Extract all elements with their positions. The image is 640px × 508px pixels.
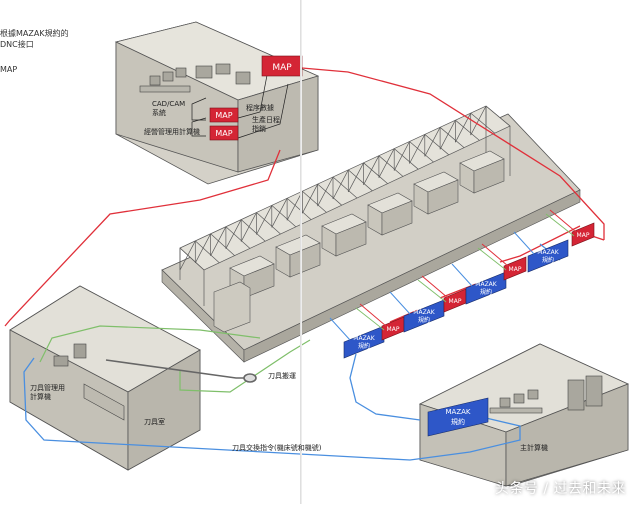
map-label: MAP bbox=[509, 266, 522, 273]
tool-computer-label: 刀具管理用 計算機 bbox=[30, 384, 65, 402]
mazak-box bbox=[403, 299, 445, 333]
gantry-truss bbox=[179, 105, 511, 306]
tool-transport-label: 刀具搬運 bbox=[268, 372, 296, 380]
cad-cam-line-1: CAD/CAM bbox=[152, 100, 186, 108]
watermark: 头条号 / 过去和未来 bbox=[494, 481, 626, 497]
schedule-line-2: 指銷 bbox=[252, 125, 266, 133]
legend-map: MAP bbox=[0, 65, 18, 74]
map-box bbox=[571, 222, 595, 247]
tool-room bbox=[9, 285, 201, 471]
map-box bbox=[503, 256, 527, 281]
mazak-box bbox=[465, 271, 507, 305]
controller-pair: MAZAK規約 MAP bbox=[513, 209, 595, 273]
mazak-label: MAZAK bbox=[445, 408, 470, 416]
map-label: MAP bbox=[272, 63, 292, 73]
protocol-label: 規約 bbox=[451, 417, 465, 426]
mazak-box-main: MAZAK 規約 bbox=[427, 397, 489, 437]
legend-line-2: DNC接口 bbox=[0, 40, 34, 49]
tool-room-label: 刀具室 bbox=[144, 418, 165, 426]
protocol-label: 規約 bbox=[542, 256, 554, 264]
map-label: MAP bbox=[577, 232, 590, 239]
tool-rack bbox=[83, 383, 125, 421]
schedule-line-1: 生產日程 bbox=[252, 116, 280, 124]
tool-transport-conveyor bbox=[105, 359, 257, 383]
legend-mazak-dnc: 根據MAZAK規約的 DNC接口 bbox=[0, 28, 69, 50]
mazak-label: MAZAK bbox=[413, 309, 435, 316]
protocol-label: 規約 bbox=[480, 288, 492, 296]
controller-pair: MAZAK規約 MAP bbox=[389, 275, 467, 333]
mazak-label: MAZAK bbox=[537, 249, 559, 256]
main-computer-room bbox=[418, 343, 630, 487]
tool-exchange-label: 刀具交換指令(機床號和機號) bbox=[232, 444, 322, 452]
map-label: MAP bbox=[449, 298, 462, 305]
schedule-label: 生產日程 指銷 bbox=[252, 116, 280, 134]
tool-computer-icon bbox=[53, 355, 69, 367]
map-box-cad: MAP bbox=[209, 107, 239, 123]
mgmt-computer-label: 經營管理用計算機 bbox=[144, 128, 200, 136]
machine-tools bbox=[213, 150, 505, 333]
protocol-label: 規約 bbox=[418, 316, 430, 324]
controller-pair: MAZAK規約 MAP bbox=[451, 243, 527, 305]
mazak-box bbox=[527, 239, 569, 273]
mazak-label: MAZAK bbox=[475, 281, 497, 288]
green-tool-network bbox=[39, 325, 311, 393]
cad-cam-line-2: 系統 bbox=[152, 109, 166, 117]
map-box-mgmt: MAP bbox=[209, 125, 239, 141]
main-computer-label: 主計算機 bbox=[520, 444, 548, 452]
legend-line-1: 根據MAZAK規約的 bbox=[0, 29, 69, 38]
controller-pair: MAZAK規約 MAP bbox=[329, 303, 405, 359]
map-box-office-top: MAP bbox=[261, 55, 303, 77]
map-label: MAP bbox=[215, 111, 232, 120]
server-cabinets bbox=[489, 375, 603, 414]
map-label: MAP bbox=[215, 129, 232, 138]
office-terminals bbox=[139, 63, 251, 93]
office-links bbox=[191, 69, 289, 139]
page-fold bbox=[300, 0, 302, 504]
program-data-label: 程序數據 bbox=[246, 104, 274, 112]
office-room bbox=[114, 21, 320, 185]
mazak-label: MAZAK bbox=[353, 335, 375, 342]
protocol-label: 規約 bbox=[358, 342, 370, 350]
cad-cam-label: CAD/CAM 系統 bbox=[152, 100, 185, 118]
tool-computer-line-2: 計算機 bbox=[30, 393, 51, 401]
mazak-box bbox=[343, 325, 385, 359]
tool-computer-line-1: 刀具管理用 bbox=[30, 384, 65, 392]
map-label: MAP bbox=[387, 326, 400, 333]
